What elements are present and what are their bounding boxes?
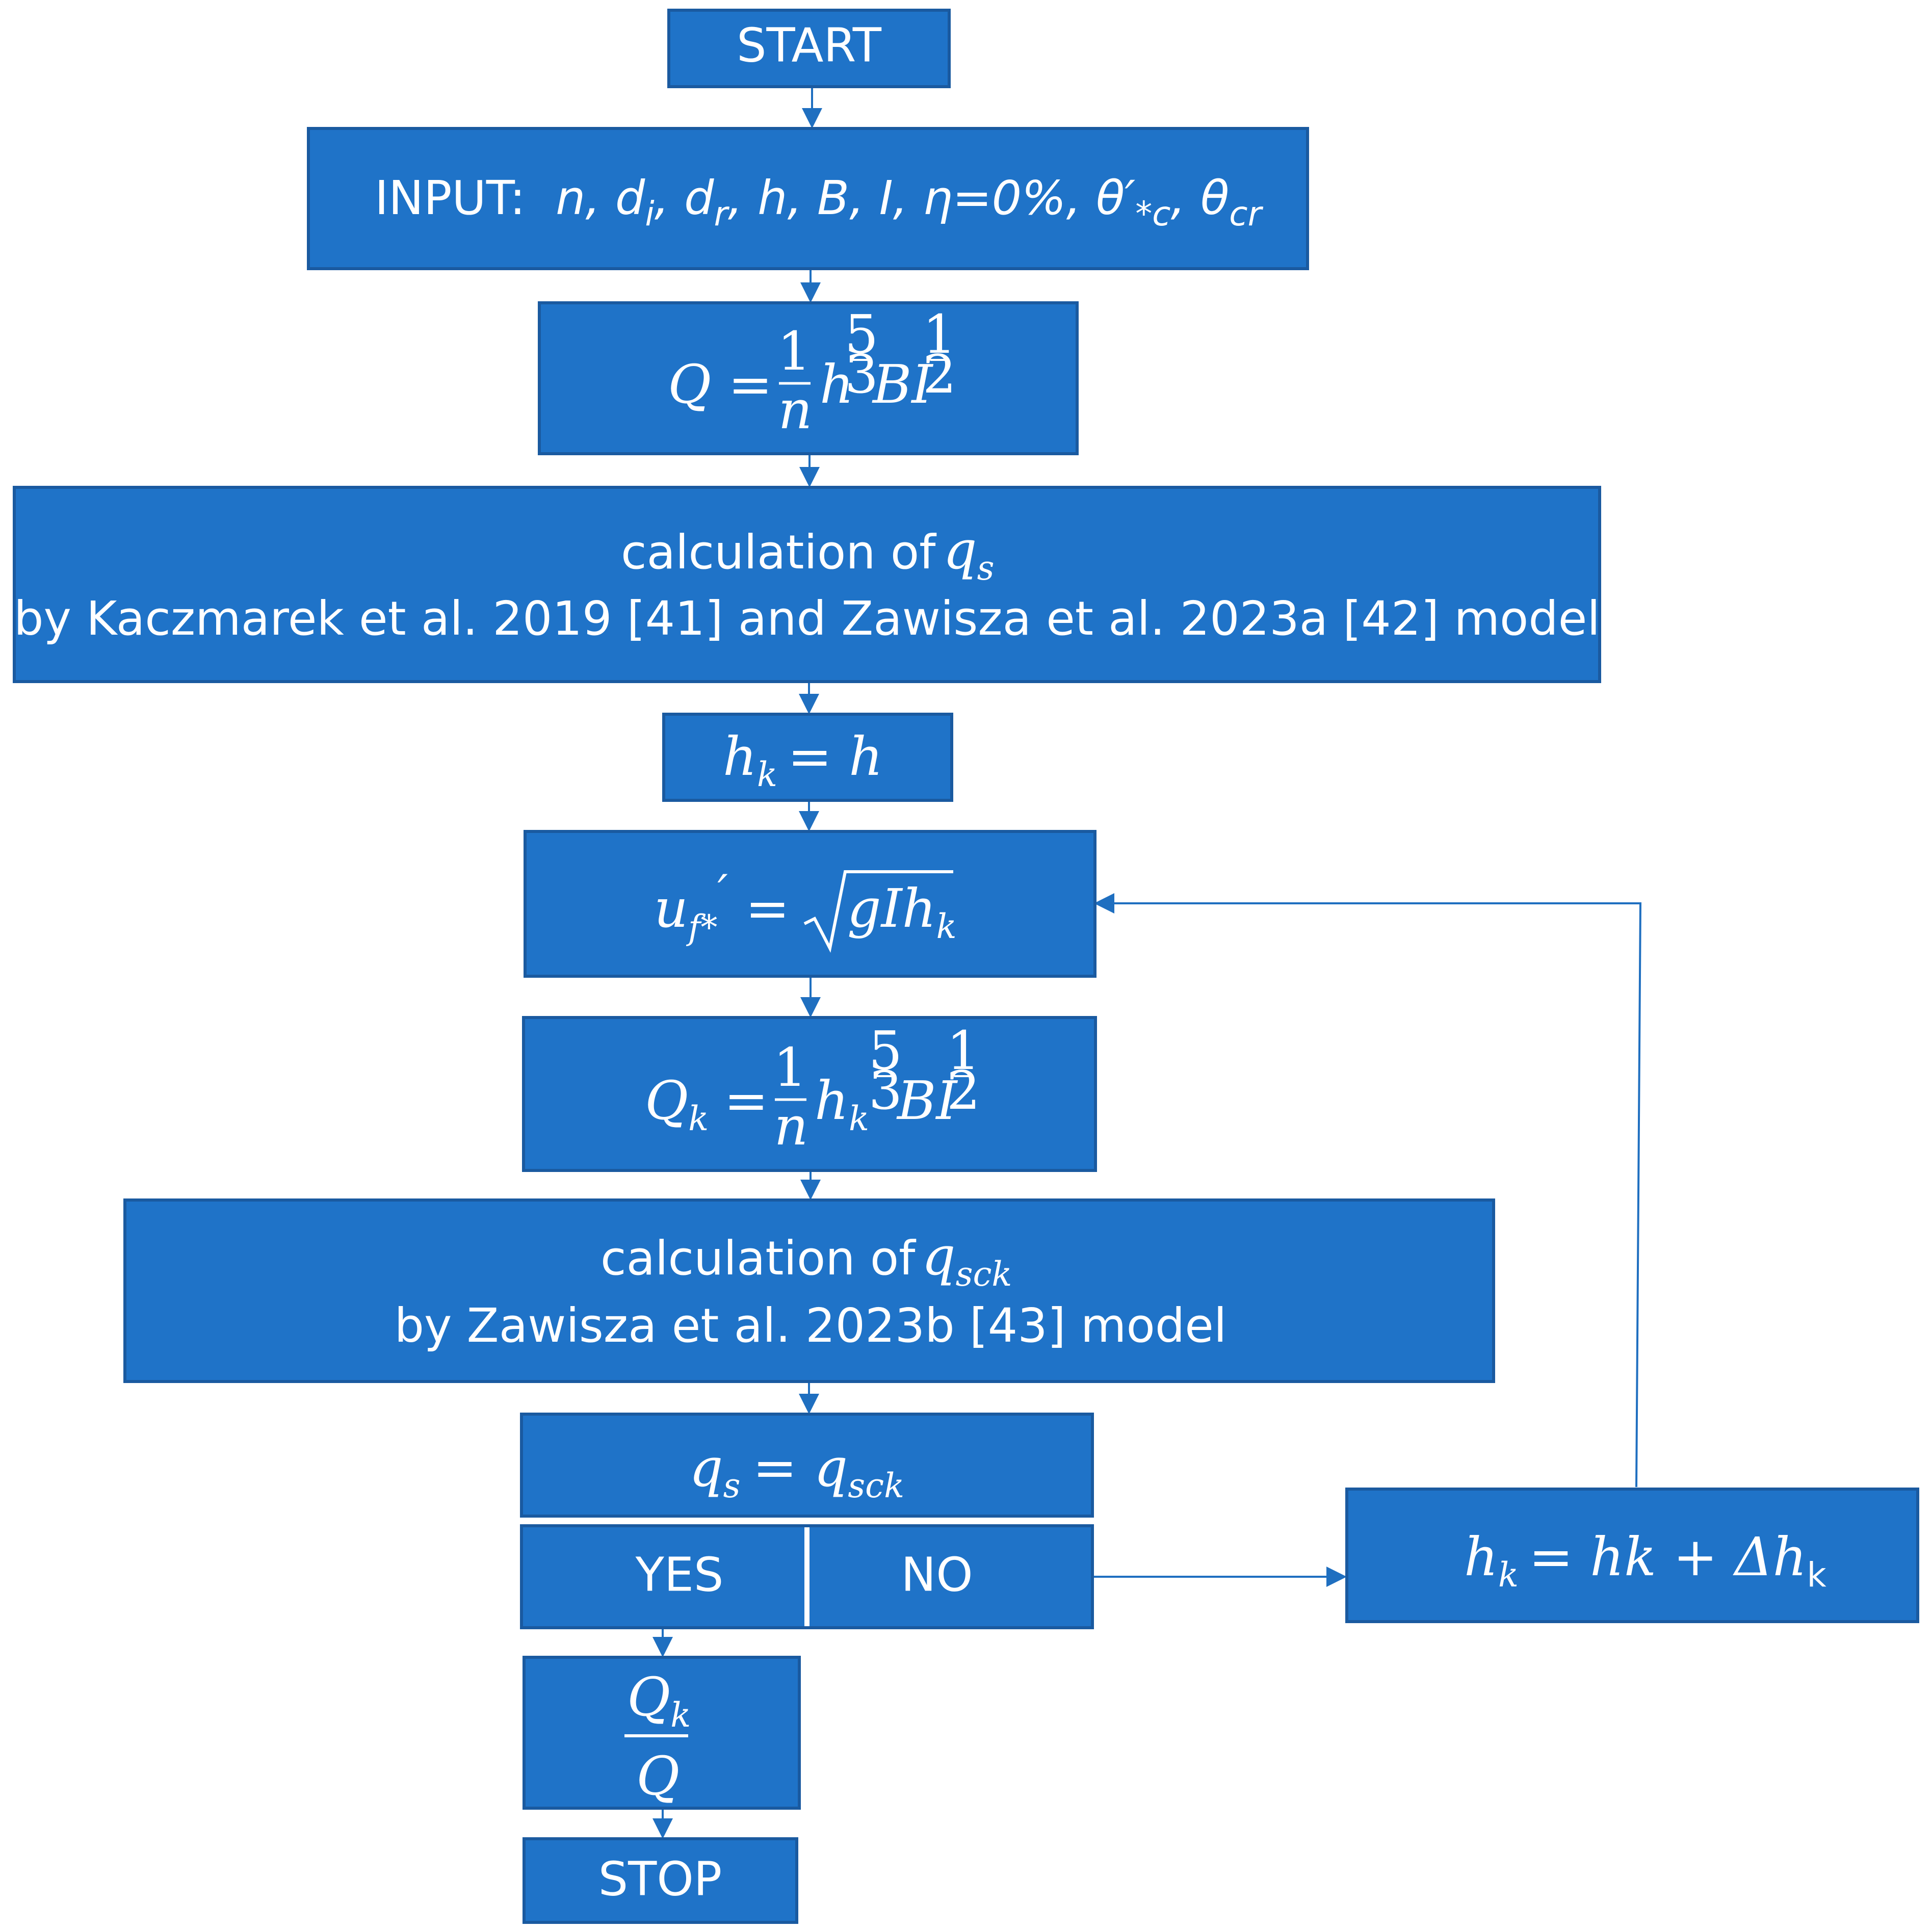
condition-node: qs = qsck (520, 1413, 1094, 1518)
qk-lhs: Qk = (645, 1070, 768, 1138)
calc-qs-sub: s (977, 549, 995, 588)
qk-eq: = (724, 1070, 768, 1132)
qk-q: Q (645, 1070, 688, 1132)
cond-expr: qs = qsck (689, 1437, 904, 1505)
update-expr: hk= hk + Δhk (1464, 1526, 1827, 1595)
calc-qs-node: calculation of qs by Kaczmarek et al. 20… (13, 486, 1601, 683)
update-h: h (1464, 1526, 1498, 1588)
q-lhs: Q = (668, 353, 772, 415)
qk-exp-5: 5 (869, 1020, 902, 1082)
uf-node: uf*′ = gIhk (524, 830, 1096, 978)
calc-qsck-sub: sck (956, 1255, 1012, 1294)
cond-eq: = q (752, 1437, 848, 1499)
calc-qs-q: q (943, 519, 977, 581)
decision-node: YES NO (520, 1524, 1094, 1629)
q-h: h (820, 353, 854, 415)
input-sub-cr: cr (1229, 194, 1263, 233)
uf-rad-body: gIh (847, 877, 936, 940)
hk-init: hk = h (723, 725, 883, 794)
uf-radical-sign (803, 870, 953, 953)
update-sub-k2: k (1807, 1555, 1827, 1595)
qk-formula-node: Qk= 1 n hk 5 3 BI 1 2 (522, 1016, 1097, 1172)
update-sub-k: k (1498, 1555, 1519, 1595)
ratio-sub: k (670, 1696, 691, 1735)
qk-h-var: h (815, 1070, 849, 1132)
hk-init-sub: k (757, 755, 777, 794)
calc-qsck-node: calculation of qsck by Zawisza et al. 20… (123, 1198, 1495, 1383)
q-formula-node: Q = 1 n h 5 3 BI 1 2 (538, 301, 1079, 455)
q-exp-2: 2 (923, 343, 956, 405)
ratio-q: Q (627, 1666, 670, 1728)
qk-frac-num: 1 (773, 1036, 807, 1099)
qk-h: hk (815, 1070, 869, 1138)
uf-eq: = (745, 877, 790, 940)
ratio-node: Qk Q (523, 1656, 801, 1810)
uf-sub: f* (686, 908, 717, 947)
input-node: INPUT: n, di, dr, h, B, I, η=0%, θ′*c, θ… (307, 127, 1309, 270)
q-exp-3: 3 (845, 343, 878, 405)
ratio-num: Qk (627, 1666, 691, 1735)
calc-qsck-var: qsck (922, 1225, 1012, 1294)
input-sub-r: r (714, 194, 730, 233)
uf-rad-sub: k (936, 907, 957, 946)
qk-sub: k (688, 1099, 709, 1138)
input-sub-c: *c (1135, 194, 1170, 233)
cond-q: q (689, 1437, 723, 1499)
cond-sub-s: s (723, 1466, 741, 1505)
uf-u: u (654, 877, 688, 940)
qk-exp-2: 2 (947, 1059, 980, 1122)
input-sep2: , θ (1171, 171, 1230, 225)
stop-label: STOP (598, 1852, 722, 1906)
q-exp-1: 1 (923, 303, 956, 366)
update-node: hk= hk + Δhk (1345, 1488, 1919, 1623)
input-sep1: , d (655, 171, 714, 225)
start-node: START (667, 9, 951, 88)
update-rhs: = hk + Δh (1529, 1526, 1807, 1588)
qk-exp-1: 1 (947, 1020, 980, 1082)
uf-rad: gIhk (847, 877, 957, 946)
uf-lhs: uf*′ (654, 865, 728, 947)
cond-sub-sck: sck (848, 1466, 904, 1505)
input-label: INPUT: (375, 171, 526, 225)
calc-qsck-line1: calculation of (601, 1231, 917, 1286)
qk-frac-den: n (774, 1095, 808, 1157)
hk-init-h: h (723, 725, 757, 788)
no-label: NO (901, 1547, 973, 1602)
input-vars: n, d (556, 171, 645, 225)
q-bi: BI (872, 353, 933, 415)
yes-label: YES (635, 1547, 724, 1602)
calc-qsck-line2: by Zawisza et al. 2023b [43] model (395, 1298, 1227, 1353)
calc-qs-var: qs (943, 519, 994, 588)
calc-qs-line1: calculation of (621, 525, 937, 580)
q-frac-num: 1 (777, 320, 811, 382)
connectors (652, 87, 1642, 1839)
stop-node: STOP (523, 1837, 798, 1924)
q-exp-5: 5 (845, 303, 878, 366)
hk-init-rhs: = h (788, 725, 883, 788)
input-rest: , h, B, I, η=0%, θ′ (728, 171, 1136, 225)
calc-qsck-q: q (922, 1225, 956, 1287)
qk-h-sub: k (849, 1099, 869, 1138)
qk-bi: BI (896, 1070, 958, 1132)
start-label: START (737, 18, 882, 72)
calc-qs-line2: by Kaczmarek et al. 2019 [41] and Zawisz… (14, 591, 1600, 646)
input-text: INPUT: n, di, dr, h, B, I, η=0%, θ′*c, θ… (375, 171, 1264, 233)
input-sub-i: i (645, 194, 655, 233)
qk-exp-3: 3 (869, 1059, 902, 1122)
q-frac-den: n (778, 379, 813, 441)
hk-init-node: hk = h (662, 713, 953, 802)
arrow-update-loop (1094, 893, 1642, 1488)
ratio-den: Q (636, 1745, 680, 1807)
uf-prime: ′ (717, 865, 727, 919)
